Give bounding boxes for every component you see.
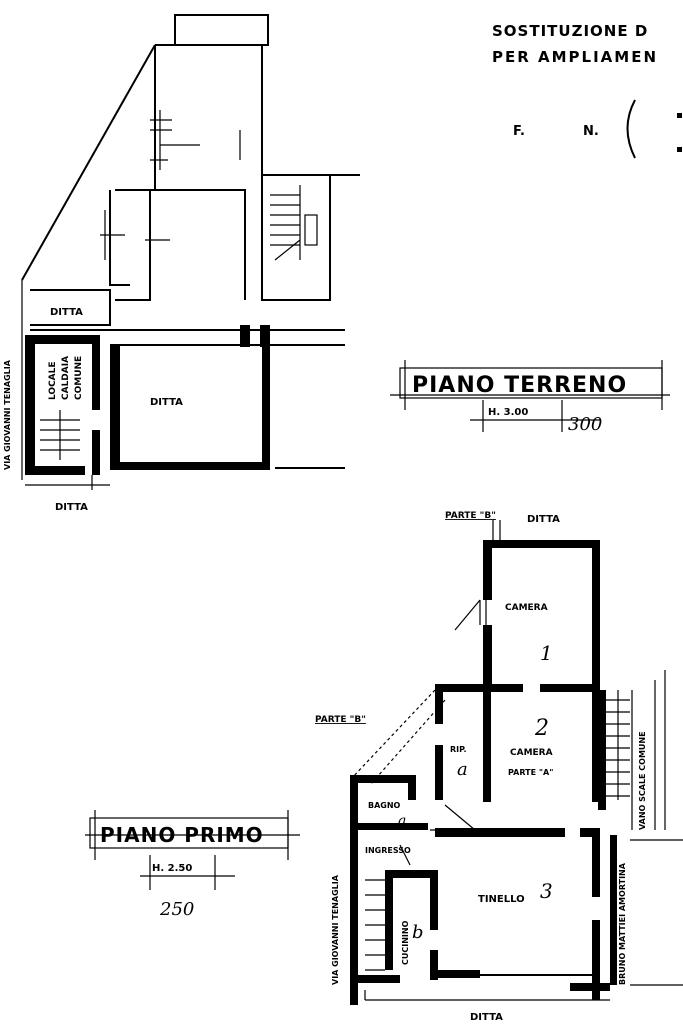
ff-label-camera-1: CAMERA bbox=[505, 603, 548, 613]
ff-label-num-1: 1 bbox=[540, 641, 553, 665]
ff-title-block: PIANO PRIMO H. 2.50 250 bbox=[85, 810, 300, 920]
header-line-1: SOSTITUZIONE D bbox=[492, 22, 648, 40]
gf-height: H. 3.00 bbox=[488, 407, 528, 418]
ff-label-ditta-top: DITTA bbox=[527, 514, 560, 525]
ff-label-camera-2: CAMERA bbox=[510, 748, 553, 758]
ff-label-cucinino: CUCININO bbox=[401, 920, 410, 965]
ff-label-street: VIA GIOVANNI TENAGLIA bbox=[331, 874, 340, 985]
gf-label-ditta-bottom: DITTA bbox=[55, 502, 88, 513]
ff-label-bagno-letter: a bbox=[398, 813, 406, 829]
first-floor-plan: PARTE "B" DITTA CAMERA 1 2 CAMERA PARTE … bbox=[315, 511, 683, 1023]
gf-label-comune: COMUNE bbox=[74, 356, 84, 400]
gf-label-ditta-small: DITTA bbox=[50, 307, 83, 318]
ff-label-parte-b-top: PARTE "B" bbox=[445, 511, 496, 521]
ff-label-num-3: 3 bbox=[540, 879, 553, 903]
cadastre-n: N. bbox=[583, 124, 599, 139]
ff-label-num-2: 2 bbox=[534, 716, 549, 741]
gf-label-caldaia: CALDAIA bbox=[61, 356, 71, 400]
gf-height-handwritten: 300 bbox=[568, 414, 602, 435]
gf-title-block: PIANO TERRENO H. 3.00 300 bbox=[390, 360, 670, 435]
gf-title: PIANO TERRENO bbox=[412, 373, 627, 398]
header-block: SOSTITUZIONE D PER AMPLIAMEN F. N. bbox=[492, 22, 682, 159]
ff-label-bagno: BAGNO bbox=[368, 801, 401, 810]
cadastre-f: F. bbox=[513, 124, 525, 139]
ff-label-parte-b-left: PARTE "B" bbox=[315, 715, 366, 725]
gf-label-street: VIA GIOVANNI TENAGLIA bbox=[3, 359, 12, 470]
ff-label-ingresso: INGRESSO bbox=[365, 846, 411, 855]
ff-height: H. 2.50 bbox=[152, 863, 192, 874]
ff-label-ditta-bottom: DITTA bbox=[470, 1012, 503, 1023]
ff-height-handwritten: 250 bbox=[159, 899, 194, 920]
ff-label-parte-a: PARTE "A" bbox=[508, 768, 553, 777]
ff-label-bruno: BRUNO MATTIEI AMORTINA bbox=[618, 862, 627, 985]
ff-label-tinello: TINELLO bbox=[478, 894, 525, 905]
ff-label-rip-letter: a bbox=[457, 759, 468, 780]
ground-floor-plan: DITTA LOCALE CALDAIA COMUNE DITTA bbox=[3, 14, 360, 513]
gf-label-ditta-large: DITTA bbox=[150, 397, 183, 408]
ff-label-cucinino-letter: b bbox=[412, 922, 424, 943]
header-line-2: PER AMPLIAMEN bbox=[492, 48, 658, 66]
gf-label-locale: LOCALE bbox=[48, 361, 58, 400]
ff-label-rip: RIP. bbox=[450, 745, 467, 754]
brace-symbol bbox=[626, 99, 636, 159]
ff-label-vano-scale: VANO SCALE COMUNE bbox=[638, 731, 647, 830]
ff-title: PIANO PRIMO bbox=[100, 823, 264, 847]
